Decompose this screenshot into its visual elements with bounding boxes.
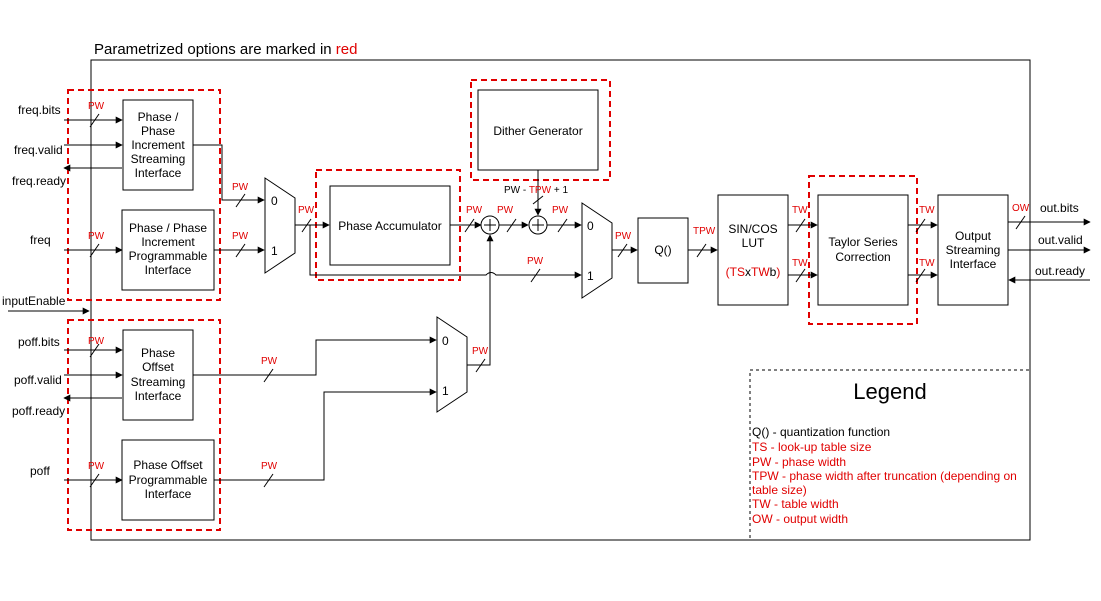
- svg-text:SIN/COS: SIN/COS: [728, 222, 777, 236]
- width-label-ow: OW: [1012, 203, 1030, 214]
- svg-text:0: 0: [587, 219, 594, 233]
- svg-text:Programmable: Programmable: [129, 249, 208, 263]
- width-label-pw: PW: [298, 205, 315, 216]
- width-label-pw: PW: [232, 182, 249, 193]
- legend-item: TPW - phase width after truncation (depe…: [752, 469, 1017, 483]
- svg-text:Increment: Increment: [131, 138, 185, 152]
- mux-phase-increment: 0 1: [264, 177, 296, 274]
- legend-items: Q() - quantization function TS - look-up…: [752, 425, 1017, 526]
- svg-text:Phase Accumulator: Phase Accumulator: [338, 219, 441, 233]
- width-label-tpw: TPW: [693, 226, 716, 237]
- svg-text:Interface: Interface: [950, 257, 997, 271]
- legend-box: [749, 369, 1031, 541]
- legend-item: table size): [752, 483, 807, 497]
- svg-text:Phase /: Phase /: [138, 110, 179, 124]
- svg-text:Interface: Interface: [145, 263, 192, 277]
- legend-item: PW - phase width: [752, 455, 846, 469]
- svg-text:Dither Generator: Dither Generator: [493, 124, 582, 138]
- svg-text:Phase Offset: Phase Offset: [133, 458, 203, 472]
- quantizer: Q(): [637, 217, 689, 284]
- width-label-pw: PW: [88, 231, 105, 242]
- adder-dither: [528, 215, 548, 235]
- width-label-pw: PW: [88, 461, 105, 472]
- width-label-pw: PW: [466, 205, 483, 216]
- output-label-out-bits: out.bits: [1040, 201, 1079, 215]
- svg-text:Increment: Increment: [141, 235, 195, 249]
- svg-text:Phase: Phase: [141, 124, 175, 138]
- legend-item: OW - output width: [752, 512, 848, 526]
- header-note: Parametrized options are marked in red: [94, 41, 357, 58]
- output-label-out-valid: out.valid: [1038, 233, 1083, 247]
- svg-text:Offset: Offset: [142, 360, 174, 374]
- phase-increment-streaming-interface: Phase / Phase Increment Streaming Interf…: [122, 99, 194, 191]
- input-label-input-enable: inputEnable: [2, 294, 66, 308]
- legend-item: Q() - quantization function: [752, 425, 890, 439]
- svg-text:Taylor Series: Taylor Series: [828, 235, 897, 249]
- svg-text:Phase: Phase: [141, 346, 175, 360]
- input-label-poff-ready: poff.ready: [12, 404, 65, 418]
- width-label-pw: PW: [615, 231, 632, 242]
- input-label-poff-bits: poff.bits: [18, 335, 60, 349]
- svg-text:LUT: LUT: [742, 236, 765, 250]
- svg-text:Interface: Interface: [145, 487, 192, 501]
- svg-text:Streaming: Streaming: [131, 152, 186, 166]
- svg-text:Programmable: Programmable: [129, 473, 208, 487]
- input-label-freq: freq: [30, 233, 51, 247]
- svg-text:1: 1: [442, 384, 449, 398]
- width-label-tw: TW: [792, 258, 808, 269]
- width-label-tw: TW: [792, 205, 808, 216]
- lut-size-label: (TSxTWb): [726, 265, 781, 279]
- svg-text:Streaming: Streaming: [131, 375, 186, 389]
- width-label-tw: TW: [919, 205, 935, 216]
- svg-text:0: 0: [271, 194, 278, 208]
- svg-text:1: 1: [587, 269, 594, 283]
- taylor-series-correction: Taylor Series Correction: [817, 194, 909, 306]
- width-label-pw: PW: [497, 205, 514, 216]
- svg-text:Streaming: Streaming: [946, 243, 1001, 257]
- mux-dither-select: 0 1: [581, 202, 613, 299]
- legend-title: Legend: [853, 379, 926, 404]
- width-label-tw: TW: [919, 258, 935, 269]
- param-region-phase-offset: [67, 319, 221, 531]
- output-streaming-interface: Output Streaming Interface: [937, 194, 1009, 306]
- svg-text:Interface: Interface: [135, 389, 182, 403]
- phase-offset-streaming-interface: Phase Offset Streaming Interface: [122, 329, 194, 421]
- param-region-taylor: [808, 175, 918, 325]
- width-label-pw: PW: [261, 461, 278, 472]
- dither-generator: Dither Generator: [477, 89, 599, 171]
- legend-item: TW - table width: [752, 497, 839, 511]
- svg-text:Phase / Phase: Phase / Phase: [129, 221, 207, 235]
- phase-increment-programmable-interface: Phase / Phase Increment Programmable Int…: [121, 209, 215, 291]
- sin-cos-lut: SIN/COS LUT (TSxTWb): [717, 194, 789, 306]
- input-label-poff-valid: poff.valid: [14, 373, 62, 387]
- width-label-pw: PW: [527, 256, 544, 267]
- input-label-freq-valid: freq.valid: [14, 143, 63, 157]
- param-region-phase-increment: [67, 89, 221, 301]
- width-label-pw: PW: [261, 356, 278, 367]
- legend-item: TS - look-up table size: [752, 440, 872, 454]
- width-label-pw: PW: [88, 101, 105, 112]
- adder-phase-offset: [480, 215, 500, 235]
- dither-width-label: PW - TPW + 1: [504, 185, 568, 196]
- input-label-freq-bits: freq.bits: [18, 103, 61, 117]
- input-label-poff: poff: [30, 464, 50, 478]
- width-label-pw: PW: [88, 336, 105, 347]
- svg-text:Output: Output: [955, 229, 992, 243]
- svg-text:0: 0: [442, 334, 449, 348]
- svg-text:Q(): Q(): [654, 243, 671, 257]
- output-label-out-ready: out.ready: [1035, 264, 1085, 278]
- width-label-pw: PW: [552, 205, 569, 216]
- phase-accumulator: Phase Accumulator: [329, 185, 451, 266]
- svg-text:Interface: Interface: [135, 166, 182, 180]
- input-label-freq-ready: freq.ready: [12, 174, 66, 188]
- width-label-pw: PW: [472, 346, 489, 357]
- svg-text:1: 1: [271, 244, 278, 258]
- mux-phase-offset: 0 1: [436, 316, 468, 413]
- width-label-pw: PW: [232, 231, 249, 242]
- svg-text:Correction: Correction: [835, 250, 890, 264]
- phase-offset-programmable-interface: Phase Offset Programmable Interface: [121, 439, 215, 521]
